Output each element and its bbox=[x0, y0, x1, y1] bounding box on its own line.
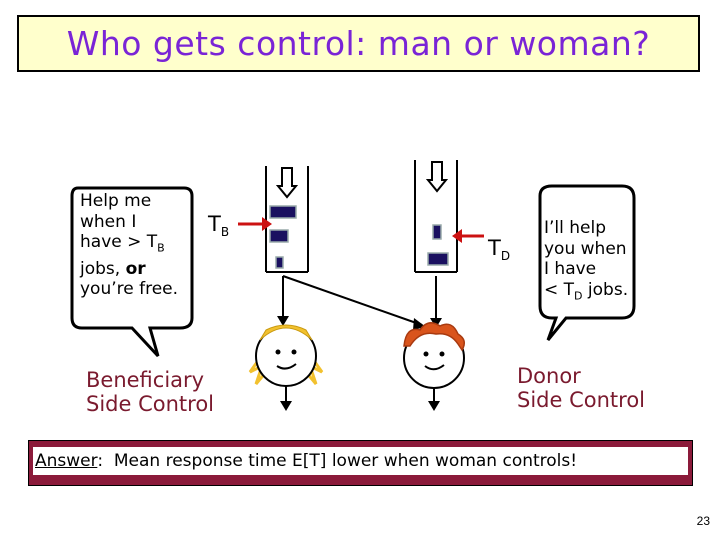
answer-body: Mean response time E[T] lower when woman… bbox=[103, 451, 578, 471]
arrival-arrow-left bbox=[275, 167, 299, 199]
beneficiary-line: Side Control bbox=[86, 392, 214, 416]
donor-label: Donor Side Control bbox=[517, 364, 645, 412]
job bbox=[269, 205, 297, 219]
beneficiary-label: Beneficiary Side Control bbox=[86, 368, 214, 416]
donor-queue bbox=[414, 160, 458, 273]
right-bubble-line: I have bbox=[544, 259, 597, 279]
job bbox=[432, 224, 442, 240]
job bbox=[427, 252, 449, 266]
left-bubble-line: jobs, or bbox=[80, 258, 146, 279]
route-line bbox=[282, 275, 423, 326]
arrival-arrow-right bbox=[425, 161, 449, 193]
td-label: TD bbox=[488, 236, 511, 264]
right-bubble-line: < TD jobs. bbox=[544, 279, 629, 302]
left-bubble-text: Help me when I have > TB jobs, or you’re… bbox=[80, 191, 178, 300]
left-bubble-line: Help me bbox=[80, 191, 152, 211]
beneficiary-line: Beneficiary bbox=[86, 368, 205, 392]
td-arrow bbox=[452, 229, 484, 243]
left-speech-bubble bbox=[70, 186, 194, 358]
right-bubble-line: I’ll help bbox=[544, 218, 607, 238]
tb-arrow bbox=[238, 217, 272, 231]
answer-colon: : bbox=[97, 451, 104, 471]
right-bubble-text: I’ll help you when I have < TD jobs. bbox=[544, 218, 628, 306]
slide-title: Who gets control: man or woman? bbox=[66, 24, 651, 63]
page-number: 23 bbox=[696, 514, 710, 528]
tb-label: TB bbox=[208, 212, 230, 240]
answer-text: Answer: Mean response time E[T] lower wh… bbox=[33, 447, 688, 475]
left-bubble-line: you’re free. bbox=[80, 279, 179, 300]
title-box: Who gets control: man or woman? bbox=[17, 15, 700, 72]
answer-box: Answer: Mean response time E[T] lower wh… bbox=[28, 440, 693, 486]
right-bubble-line: you when bbox=[544, 238, 627, 259]
donor-line: Side Control bbox=[517, 388, 645, 412]
left-bubble-line: when I bbox=[80, 211, 137, 232]
job bbox=[275, 256, 284, 269]
beneficiary-queue bbox=[265, 166, 309, 273]
right-speech-bubble bbox=[538, 184, 636, 341]
answer-word: Answer bbox=[35, 451, 98, 471]
woman-server bbox=[248, 324, 324, 411]
job bbox=[269, 229, 289, 243]
man-server bbox=[403, 322, 465, 411]
donor-line: Donor bbox=[517, 364, 581, 388]
left-bubble-line: have > TB bbox=[80, 232, 165, 255]
